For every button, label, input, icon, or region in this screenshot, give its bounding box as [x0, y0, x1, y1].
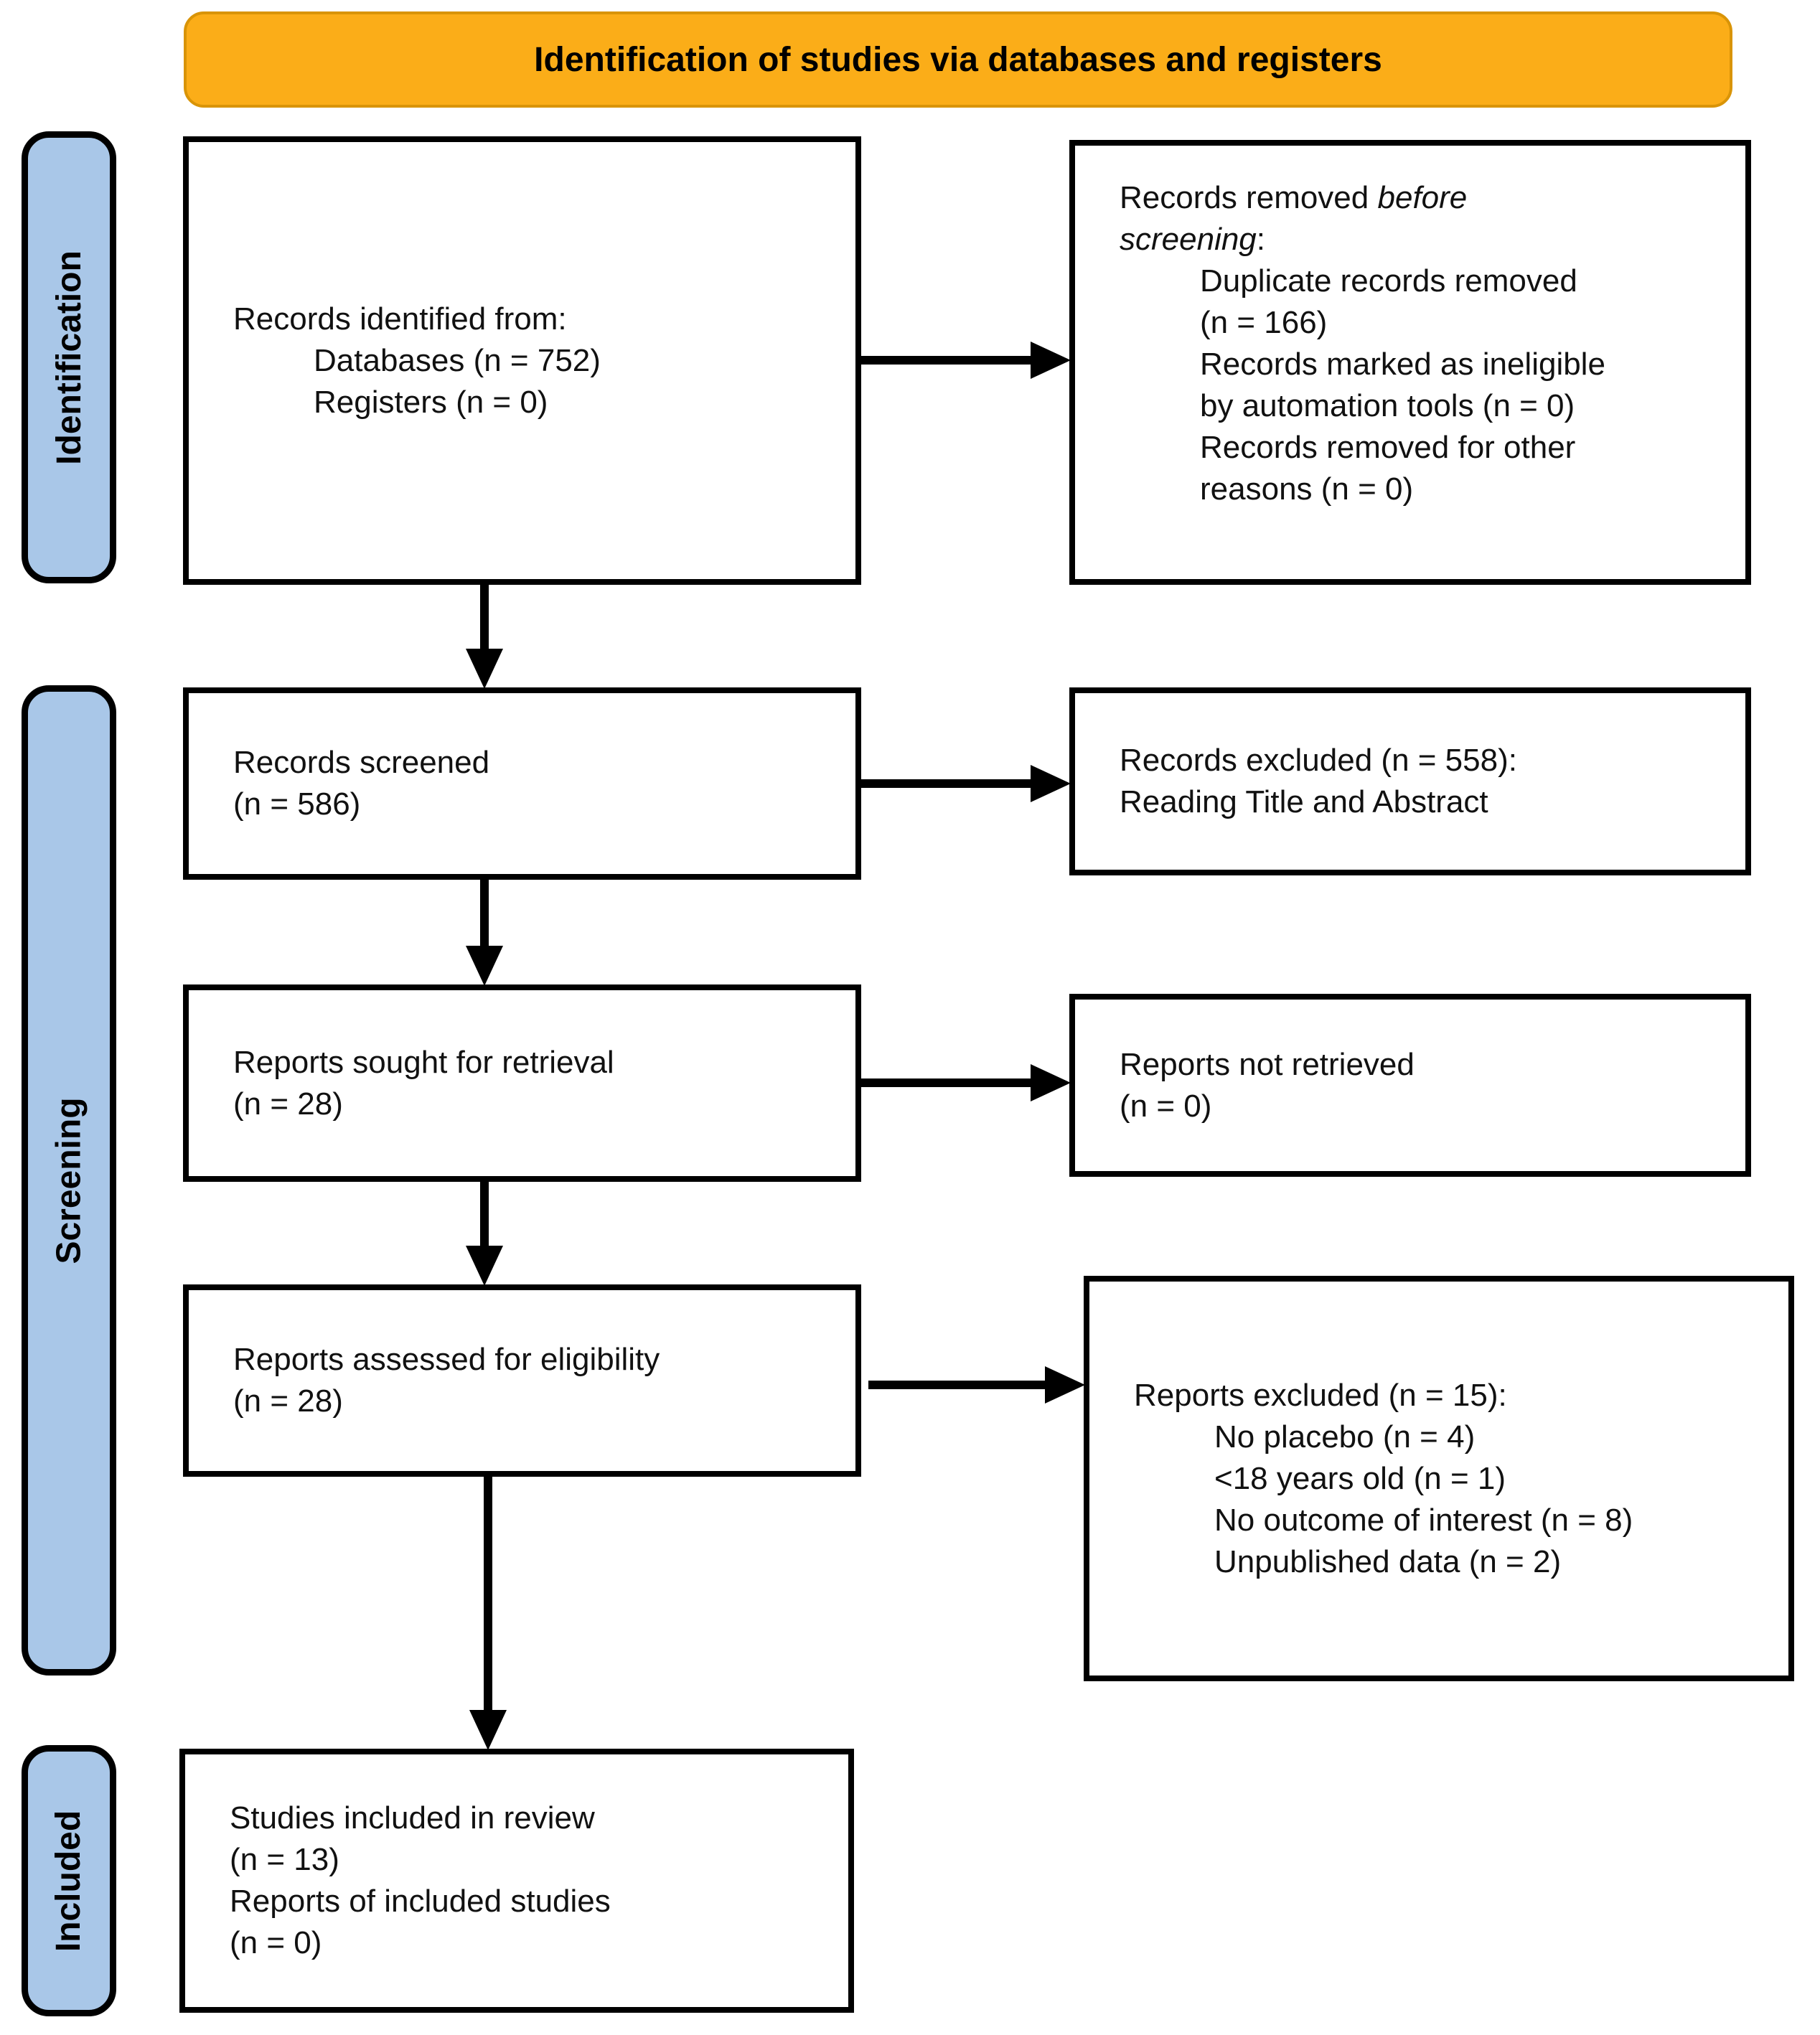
- arrow-sought-to-not-retrieved: [861, 1078, 1033, 1087]
- reports-excluded-item: No placebo (n = 4): [1214, 1419, 1476, 1454]
- records-excluded-line: Records excluded (n = 558):: [1120, 743, 1517, 778]
- arrowhead-assessed-to-reports-excluded: [1045, 1366, 1085, 1404]
- arrow-screened-to-excluded: [861, 779, 1033, 788]
- arrowhead-screened-to-excluded: [1031, 765, 1071, 802]
- arrow-identified-to-screened: [480, 585, 489, 654]
- box-records-removed: Records removed before screening: Duplic…: [1069, 140, 1751, 585]
- records-removed-heading-line2: screening:: [1120, 222, 1266, 257]
- arrow-sought-to-assessed: [480, 1182, 489, 1248]
- reports-excluded-heading: Reports excluded (n = 15):: [1134, 1377, 1507, 1413]
- title-banner-label: Identification of studies via databases …: [534, 40, 1382, 79]
- stage-label-identification: Identification: [22, 131, 116, 583]
- box-reports-not-retrieved: Reports not retrieved (n = 0): [1069, 994, 1751, 1177]
- box-studies-included: Studies included in review (n = 13) Repo…: [179, 1749, 854, 2013]
- arrow-screened-to-sought: [480, 880, 489, 948]
- arrow-assessed-to-reports-excluded: [868, 1381, 1048, 1389]
- box-reports-sought: Reports sought for retrieval (n = 28): [183, 984, 861, 1182]
- records-excluded-line: Reading Title and Abstract: [1120, 784, 1488, 819]
- records-screened-line: (n = 586): [233, 786, 361, 822]
- stage-label-screening-text: Screening: [50, 1096, 88, 1264]
- studies-included-line: Studies included in review: [230, 1800, 595, 1836]
- records-removed-item-line: Records removed for other: [1200, 430, 1576, 465]
- arrowhead-assessed-to-included: [469, 1710, 507, 1750]
- box-reports-assessed: Reports assessed for eligibility (n = 28…: [183, 1284, 861, 1477]
- studies-included-line: (n = 13): [230, 1842, 339, 1877]
- box-reports-excluded: Reports excluded (n = 15): No placebo (n…: [1084, 1276, 1794, 1681]
- stage-label-included-text: Included: [50, 1810, 88, 1952]
- records-removed-item-line: reasons (n = 0): [1200, 471, 1414, 507]
- arrowhead-identified-to-removed: [1031, 342, 1071, 379]
- records-removed-item-line: Records marked as ineligible: [1200, 347, 1605, 382]
- arrowhead-identified-to-screened: [466, 649, 503, 689]
- title-banner: Identification of studies via databases …: [184, 11, 1732, 108]
- records-identified-item: Databases (n = 752): [314, 342, 601, 378]
- arrowhead-sought-to-assessed: [466, 1246, 503, 1286]
- reports-sought-line: Reports sought for retrieval: [233, 1044, 614, 1080]
- reports-sought-line: (n = 28): [233, 1086, 343, 1122]
- records-removed-item-line: by automation tools (n = 0): [1200, 388, 1575, 423]
- stage-label-identification-text: Identification: [50, 250, 88, 465]
- records-screened-line: Records screened: [233, 745, 490, 780]
- arrowhead-screened-to-sought: [466, 946, 503, 986]
- arrowhead-sought-to-not-retrieved: [1031, 1064, 1071, 1101]
- records-identified-heading: Records identified from:: [233, 301, 567, 337]
- studies-included-line: (n = 0): [230, 1925, 322, 1960]
- reports-assessed-line: Reports assessed for eligibility: [233, 1342, 660, 1377]
- reports-assessed-line: (n = 28): [233, 1383, 343, 1419]
- records-removed-item-line: (n = 166): [1200, 305, 1328, 340]
- box-records-identified: Records identified from: Databases (n = …: [183, 136, 861, 585]
- arrow-identified-to-removed: [861, 356, 1033, 365]
- reports-excluded-item: Unpublished data (n = 2): [1214, 1543, 1562, 1579]
- reports-excluded-item: <18 years old (n = 1): [1214, 1460, 1506, 1496]
- studies-included-line: Reports of included studies: [230, 1884, 611, 1919]
- reports-excluded-item: No outcome of interest (n = 8): [1214, 1502, 1633, 1538]
- box-records-excluded: Records excluded (n = 558): Reading Titl…: [1069, 687, 1751, 875]
- arrow-assessed-to-included: [484, 1477, 492, 1714]
- reports-not-retrieved-line: (n = 0): [1120, 1088, 1212, 1124]
- records-removed-heading-line1: Records removed before: [1120, 180, 1468, 215]
- stage-label-screening: Screening: [22, 685, 116, 1676]
- records-removed-item-line: Duplicate records removed: [1200, 263, 1577, 299]
- reports-not-retrieved-line: Reports not retrieved: [1120, 1046, 1415, 1082]
- stage-label-included: Included: [22, 1745, 116, 2016]
- records-identified-item: Registers (n = 0): [314, 384, 548, 420]
- box-records-screened: Records screened (n = 586): [183, 687, 861, 880]
